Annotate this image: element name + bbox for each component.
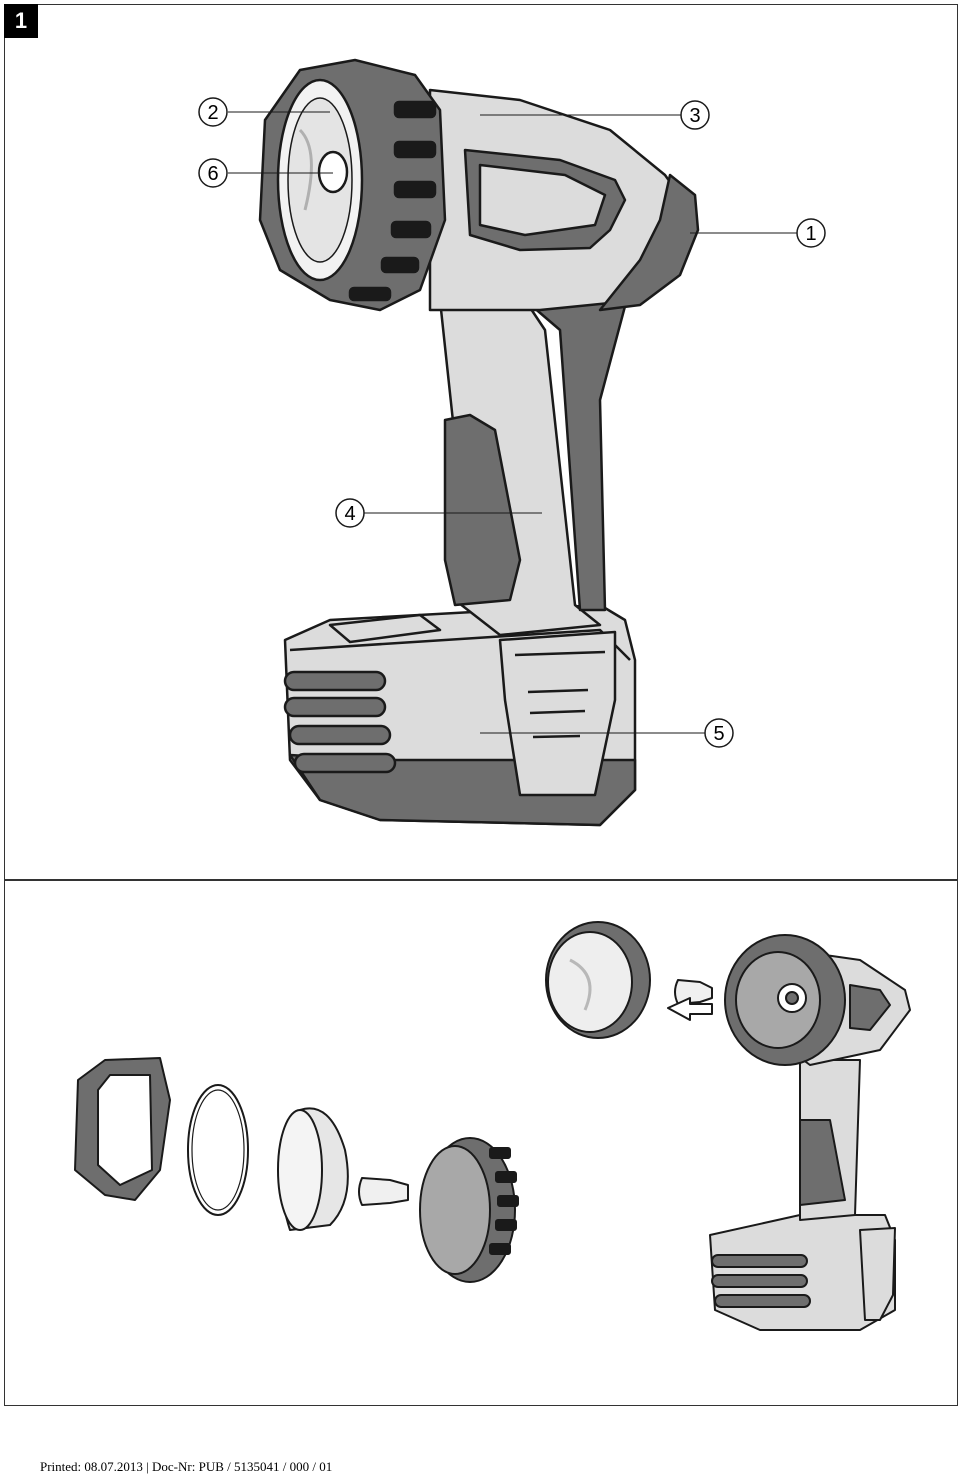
callout-4: 4 <box>344 503 355 525</box>
callout-circle-6 <box>198 158 228 188</box>
callout-circles <box>198 97 826 748</box>
bezel-grip-ribs <box>348 100 437 302</box>
callout-circle-1 <box>796 218 826 248</box>
callout-2: 2 <box>207 102 218 124</box>
rear-cap <box>598 173 700 312</box>
o-ring <box>187 1084 249 1216</box>
callout-1: 1 <box>805 223 816 245</box>
replacement-bulb <box>358 1177 409 1206</box>
figure-number-badge: 1 <box>4 4 38 38</box>
callout-circle-5 <box>704 718 734 748</box>
callout-3: 3 <box>689 105 700 127</box>
callout-6: 6 <box>207 163 218 185</box>
callout-circle-2 <box>198 97 228 127</box>
spotlight-illustration <box>258 58 700 827</box>
callout-5: 5 <box>713 723 724 745</box>
small-bulb <box>674 979 713 1005</box>
callout-leaders <box>228 111 797 734</box>
removal-arrow-icon <box>667 997 713 1021</box>
battery-release-button <box>498 630 617 797</box>
callout-circle-4 <box>335 498 365 528</box>
callout-circle-3 <box>680 100 710 130</box>
exploded-view <box>74 921 911 1331</box>
battery-ribs <box>283 670 397 774</box>
print-footer: Printed: 08.07.2013 | Doc-Nr: PUB / 5135… <box>40 1459 333 1474</box>
bulb <box>317 150 349 194</box>
handle-grip <box>443 413 522 607</box>
